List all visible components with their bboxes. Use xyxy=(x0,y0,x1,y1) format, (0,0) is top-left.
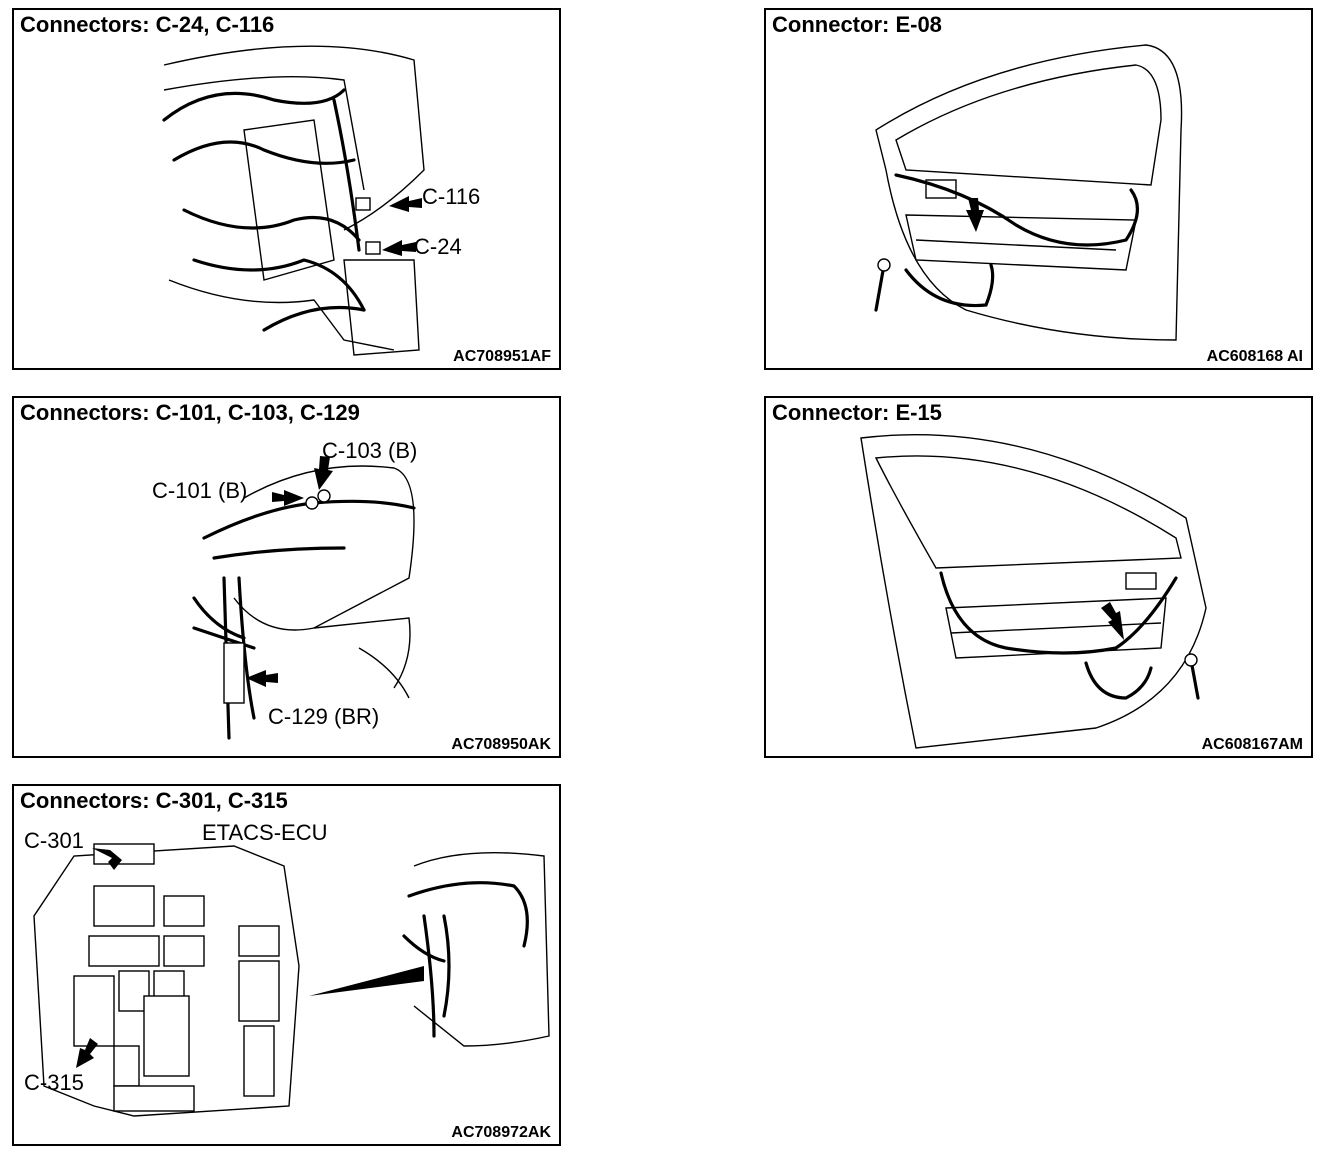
figure-code: AC708951AF xyxy=(453,348,551,365)
panel-title: Connector: E-15 xyxy=(772,400,942,425)
panel-c301-c315: Connectors: C-301, C-315 C-301 ETACS-ECU… xyxy=(12,784,561,1146)
panel-c101-c103-c129: Connectors: C-101, C-103, C-129 C-103 (B… xyxy=(12,396,561,758)
callout-c103: C-103 (B) xyxy=(322,438,418,463)
etacs-ecu-illustration xyxy=(33,843,550,1117)
callout-c24: C-24 xyxy=(414,234,462,259)
panel-title: Connectors: C-24, C-116 xyxy=(20,12,275,37)
panel-c24-c116: Connectors: C-24, C-116 C-116 C-24 AC708… xyxy=(12,8,561,370)
panel-title: Connector: E-08 xyxy=(772,12,942,37)
callout-c129: C-129 (BR) xyxy=(268,704,380,729)
figure-code: AC708972AK xyxy=(451,1124,551,1141)
callout-c301: C-301 xyxy=(24,828,84,853)
panel-title: Connectors: C-101, C-103, C-129 xyxy=(20,400,360,425)
figure-code: AC608168 AI xyxy=(1206,348,1303,365)
callout-c116: C-116 xyxy=(422,184,481,209)
rear-door-illustration xyxy=(860,433,1207,749)
callout-c315: C-315 xyxy=(24,1070,84,1095)
panel-e08: Connector: E-08 AC608168 AI xyxy=(764,8,1313,370)
dashboard-harness-illustration xyxy=(162,45,425,356)
panel-e15: Connector: E-15 AC608167AM xyxy=(764,396,1313,758)
callout-c101: C-101 (B) xyxy=(152,478,248,503)
figure-code: AC608167AM xyxy=(1201,736,1303,753)
figure-code: AC708950AK xyxy=(451,736,551,753)
front-door-illustration xyxy=(874,44,1183,341)
panel-title: Connectors: C-301, C-315 xyxy=(20,788,288,813)
instrument-panel-harness-illustration xyxy=(192,456,416,740)
callout-etacs-ecu: ETACS-ECU xyxy=(202,820,328,845)
